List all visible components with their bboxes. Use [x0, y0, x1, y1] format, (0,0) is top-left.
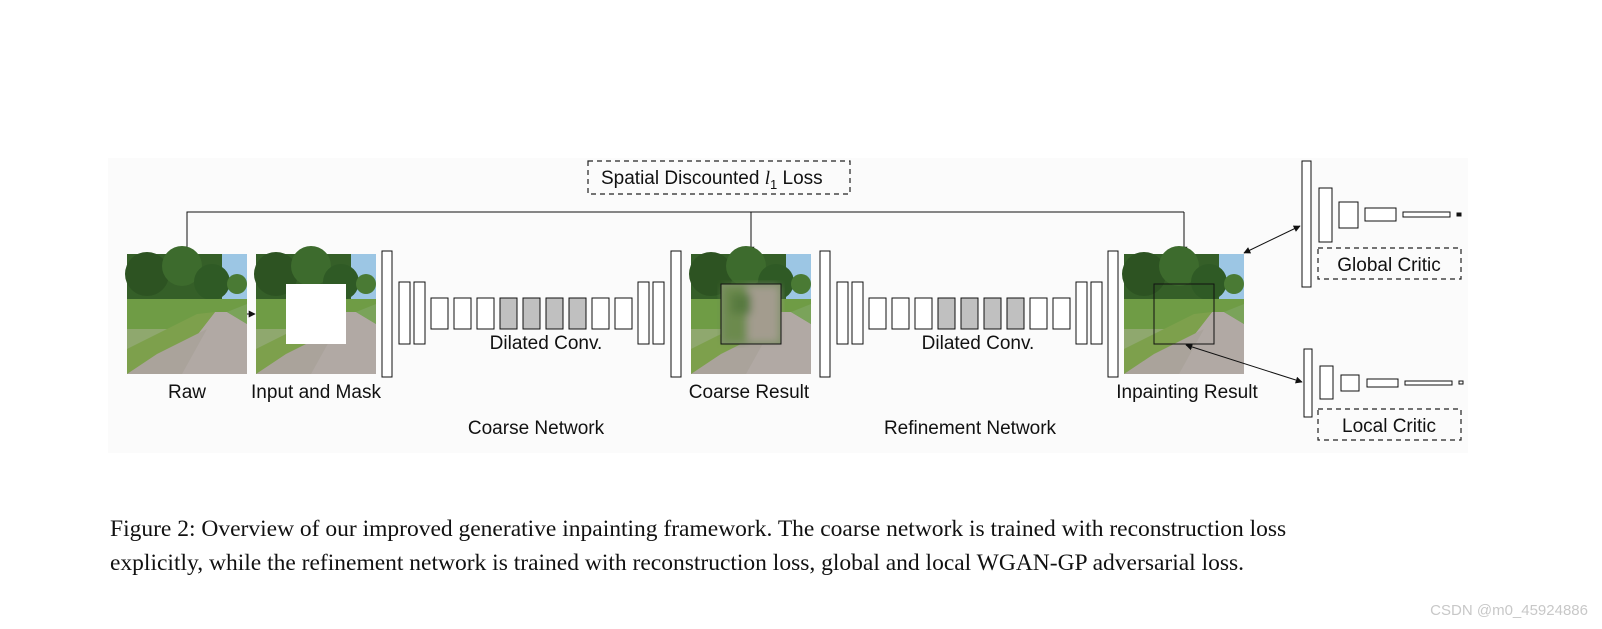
loss-connections: [186, 211, 1188, 254]
local-critic-label: Local Critic: [1342, 416, 1436, 437]
inpainting-result-label: Inpainting Result: [1116, 382, 1258, 403]
local-critic-arrow: [1185, 343, 1303, 384]
refinement-network-label: Refinement Network: [884, 418, 1057, 439]
loss-box-label: Spatial Discounted: [601, 168, 759, 189]
loss-symbol: l: [765, 168, 770, 189]
svg-text:Spatial Discounted l1 Loss: Spatial Discounted l1 Loss: [601, 168, 823, 192]
caption-line-2: explicitly, while the refinement network…: [110, 550, 1245, 576]
loss-subscript: 1: [770, 177, 777, 192]
input-mask-image: [254, 246, 376, 374]
figure-caption: Figure 2: Overview of our improved gener…: [110, 512, 1510, 580]
dilated-conv-label-coarse: Dilated Conv.: [490, 333, 603, 354]
local-critic-box: Local Critic: [1317, 408, 1462, 441]
coarse-result-image: [689, 246, 811, 374]
global-critic-layers: [1301, 160, 1462, 288]
global-critic-label: Global Critic: [1337, 255, 1440, 276]
watermark: CSDN @m0_45924886: [1430, 602, 1588, 619]
raw-image: [125, 246, 247, 374]
global-critic-box: Global Critic: [1317, 247, 1462, 280]
local-critic-layers: [1303, 348, 1464, 418]
loss-suffix: Loss: [783, 168, 823, 189]
input-mask-label: Input and Mask: [251, 382, 381, 403]
caption-line-1: Figure 2: Overview of our improved gener…: [110, 516, 1287, 542]
coarse-result-label: Coarse Result: [689, 382, 810, 403]
inpainting-result-image: [1122, 246, 1244, 374]
global-critic-arrow: [1243, 225, 1301, 254]
refinement-network-layers: [819, 250, 1119, 378]
coarse-network-label: Coarse Network: [468, 418, 605, 439]
inpainting-framework-diagram: Spatial Discounted l1 Loss Raw Input and…: [125, 160, 1464, 441]
dilated-conv-label-refinement: Dilated Conv.: [922, 333, 1035, 354]
coarse-network-layers: [381, 250, 682, 378]
loss-box: Spatial Discounted l1 Loss: [587, 160, 851, 195]
raw-label: Raw: [168, 382, 206, 403]
